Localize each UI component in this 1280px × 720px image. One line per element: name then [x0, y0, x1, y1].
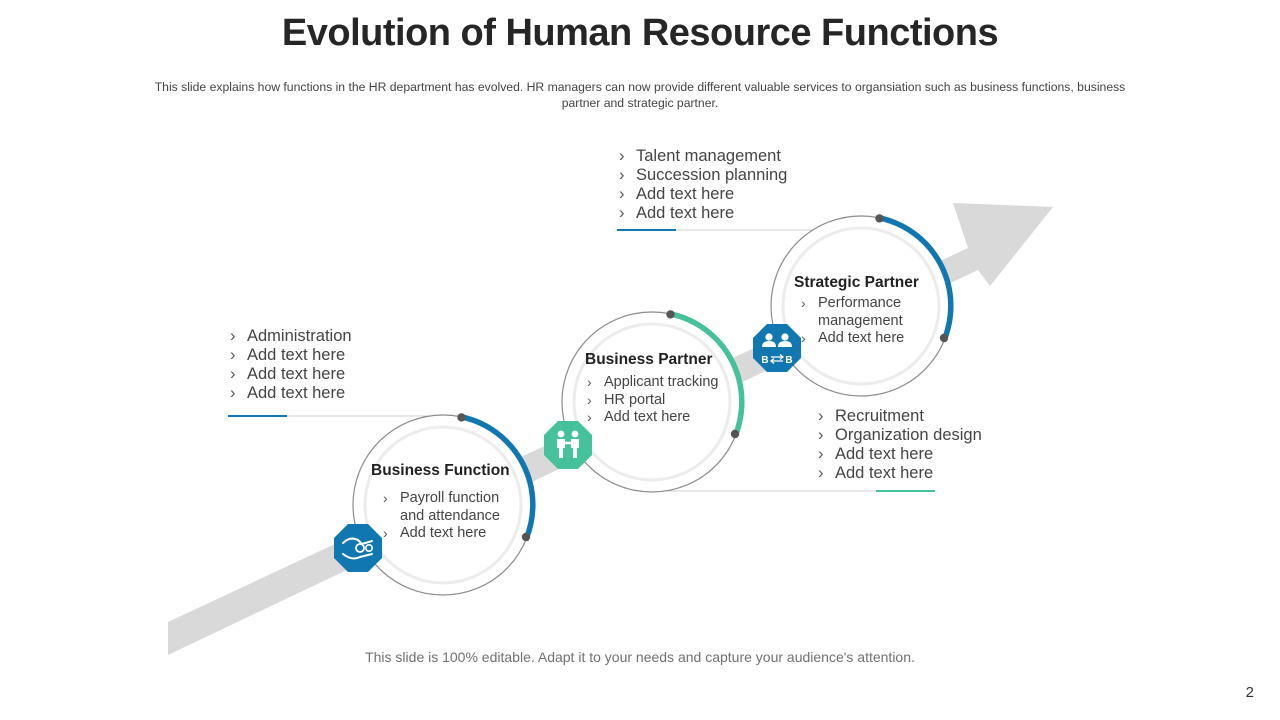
list-item: Add text here — [228, 384, 352, 403]
b2b-icon: B B — [753, 324, 801, 372]
people-handshake-icon — [544, 421, 592, 469]
outer-list-administration: Administration Add text here Add text he… — [228, 327, 352, 403]
handshake-gears-icon — [334, 524, 382, 572]
list-item: HR portal — [585, 392, 718, 410]
list-item: Add text here — [816, 445, 982, 464]
stage-title-business-partner: Business Partner — [585, 351, 713, 368]
page-title: Evolution of Human Resource Functions — [281, 12, 999, 54]
progress-arc — [671, 311, 745, 439]
list-item: Add text here — [816, 464, 982, 483]
list-item: Administration — [228, 327, 352, 346]
list-item: Organization design — [816, 426, 982, 445]
arc-dot — [521, 532, 531, 542]
b2b-right-letter: B — [785, 355, 792, 366]
progress-arc — [462, 414, 536, 542]
stage-title-business-function: Business Function — [371, 462, 510, 479]
footer-note: This slide is 100% editable. Adapt it to… — [365, 649, 915, 665]
list-item: Add text here — [799, 330, 928, 348]
list-item: Recruitment — [816, 407, 982, 426]
stage-list-strategic-partner: Performance management Add text here — [799, 295, 928, 348]
list-item: Add text here — [228, 365, 352, 384]
arc-dot — [666, 310, 675, 319]
arc-dot — [730, 429, 740, 439]
progress-arc — [880, 215, 954, 343]
list-item: Applicant tracking — [585, 374, 718, 392]
list-item: Talent management — [617, 147, 787, 166]
list-item: Payroll function and attendance — [381, 490, 520, 525]
arc-dot — [875, 214, 884, 223]
list-item: Add text here — [585, 409, 718, 427]
list-item: Add text here — [228, 346, 352, 365]
arc-dot — [457, 413, 466, 422]
page-subtitle: This slide explains how functions in the… — [154, 80, 1126, 110]
page-number: 2 — [1245, 684, 1254, 701]
stage-title-strategic-partner: Strategic Partner — [794, 274, 919, 291]
outer-list-recruitment: Recruitment Organization design Add text… — [816, 407, 982, 483]
stage-list-business-function: Payroll function and attendance Add text… — [381, 490, 520, 543]
outer-list-talent: Talent management Succession planning Ad… — [617, 147, 787, 223]
list-item: Performance management — [799, 295, 928, 330]
stage-list-business-partner: Applicant tracking HR portal Add text he… — [585, 374, 718, 427]
b2b-left-letter: B — [761, 355, 768, 366]
arc-dot — [939, 333, 949, 343]
list-item: Add text here — [381, 525, 520, 543]
list-item: Add text here — [617, 204, 787, 223]
list-item: Succession planning — [617, 166, 787, 185]
list-item: Add text here — [617, 185, 787, 204]
